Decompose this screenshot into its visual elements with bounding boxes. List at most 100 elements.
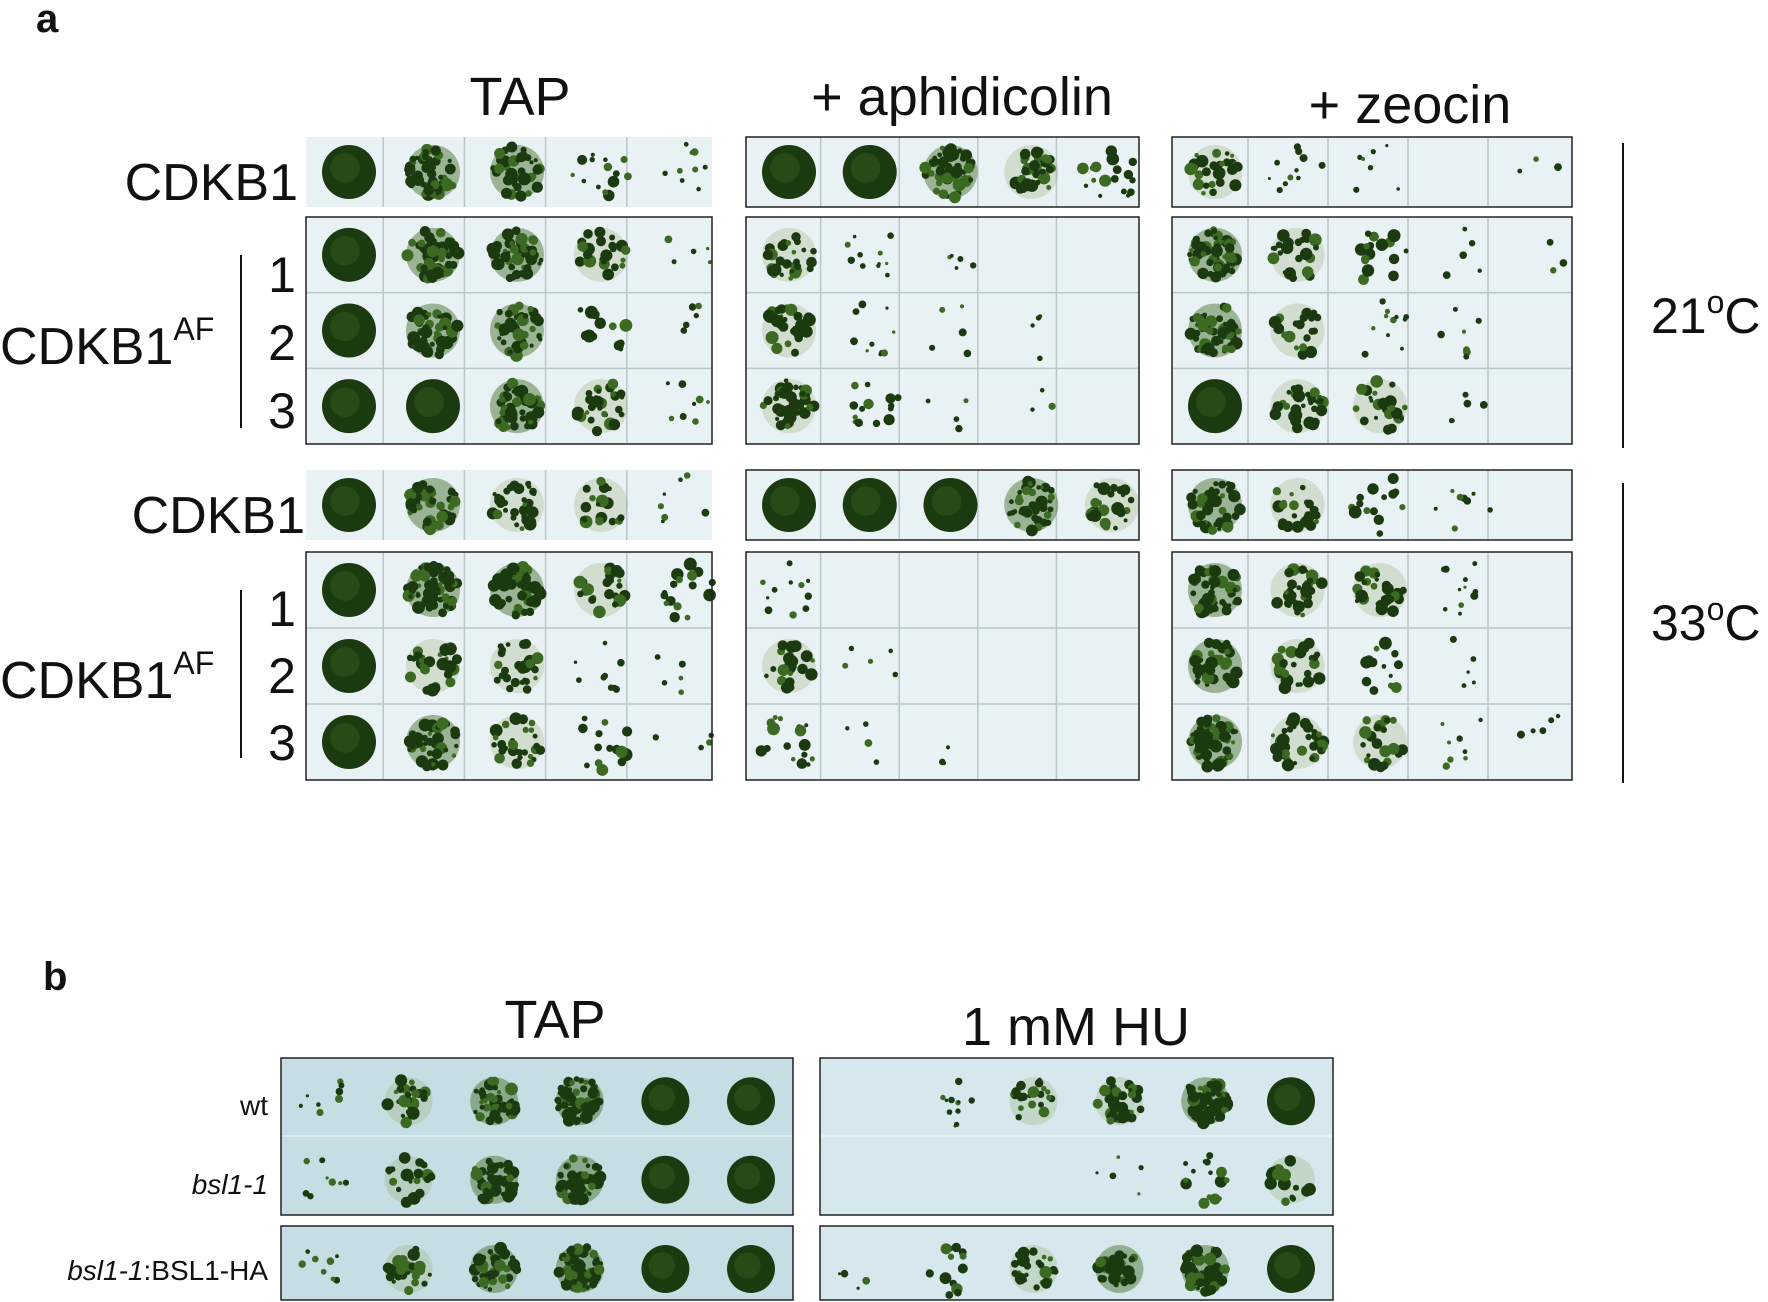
plate-a-33-aph-wt: [745, 469, 1140, 541]
spot-a-33-zeo-m3-2: [1270, 712, 1330, 772]
spot-a-21-zeo-wt-3: [1353, 144, 1400, 193]
spot-a-21-zeo-m1-1: [1187, 226, 1242, 283]
plate-b-tap-top: [280, 1057, 794, 1216]
plate-a-33-tap-wt: [306, 470, 712, 540]
spot-a-21-zeo-m3-4: [1448, 391, 1488, 424]
spot-a-33-tap-m2-4: [573, 640, 625, 693]
temp-label-21: 21oC: [1651, 284, 1761, 344]
spot-b-tap-comp-4: [553, 1243, 605, 1293]
row-b-label-wt: wt: [239, 1090, 268, 1121]
spot-a-33-zeo-wt-2: [1270, 478, 1325, 533]
col-a-zeocin: + zeocin: [1309, 75, 1512, 135]
spot-a-21-zeo-wt-1: [1184, 145, 1243, 199]
spot-b-tap-comp-6: [727, 1245, 775, 1293]
spot-a-33-tap-m1-3: [487, 561, 547, 620]
spot-a-21-aph-m2-2: [850, 300, 896, 357]
line-number-3-21: 3: [268, 383, 296, 439]
spot-a-33-tap-m1-5: [660, 557, 716, 623]
spot-b-hu-comp-6: [1267, 1245, 1315, 1293]
spot-b-tap-wt-3: [470, 1076, 521, 1126]
spot-a-33-tap-m2-5: [654, 654, 686, 695]
spot-a-21-tap-wt-2: [404, 143, 460, 201]
spot-a-33-tap-m1-1: [322, 563, 376, 617]
spot-a-21-aph-m1-3: [947, 253, 977, 270]
spot-a-33-zeo-m1-1: [1188, 563, 1242, 619]
spot-a-21-aph-m1-1: [762, 227, 817, 282]
plate-a-33-tap-af: [305, 551, 716, 781]
spot-a-33-aph-m3-1: [755, 715, 815, 769]
spot-b-hu-wt-2: [940, 1077, 975, 1128]
spot-b-tap-bsl-2: [384, 1152, 436, 1208]
col-b-hu: 1 mM HU: [962, 997, 1190, 1057]
spot-a-33-aph-wt-4: [1004, 475, 1059, 537]
spot-b-tap-bsl-3: [470, 1155, 520, 1205]
spot-a-21-tap-m1-3: [486, 226, 544, 283]
spot-b-tap-wt-1: [298, 1078, 345, 1117]
spot-a-33-zeo-m2-4: [1449, 635, 1477, 688]
spot-a-21-aph-wt-5: [1077, 145, 1138, 198]
spot-a-33-zeo-m2-2: [1270, 637, 1326, 695]
plate-b-tap-bottom: [280, 1225, 794, 1301]
spot-a-33-zeo-m2-1: [1188, 637, 1243, 693]
spot-b-tap-wt-2: [381, 1074, 433, 1129]
spot-a-21-zeo-m3-3: [1352, 375, 1408, 435]
spot-a-21-zeo-wt-5: [1517, 156, 1562, 174]
spot-a-21-tap-wt-3: [490, 141, 545, 202]
spot-a-21-zeo-m2-2: [1268, 303, 1325, 360]
spot-a-21-tap-m1-2: [401, 226, 465, 284]
spot-a-33-tap-m3-1: [322, 715, 376, 769]
spot-a-21-aph-m3-2: [849, 381, 902, 428]
spot-a-21-aph-m2-4: [1030, 314, 1043, 362]
spot-a-21-tap-m3-2: [406, 379, 460, 434]
spot-a-33-tap-m2-1: [322, 639, 376, 693]
spot-a-21-zeo-wt-2: [1267, 143, 1326, 194]
spot-a-21-tap-m1-1: [322, 227, 376, 282]
plate-b-hu-top: [819, 1057, 1334, 1216]
row-label-cdkb1af-33: CDKB1AF: [0, 645, 214, 710]
spot-b-hu-wt-3: [1009, 1077, 1058, 1126]
spot-b-hu-comp-4: [1092, 1245, 1144, 1293]
plate-b-hu-bottom: [819, 1225, 1334, 1301]
spot-a-33-aph-wt-3: [923, 478, 978, 532]
plate-a-21-zeo-wt: [1171, 136, 1573, 208]
spot-a-33-aph-wt-1: [762, 478, 816, 532]
spot-a-33-tap-m1-4: [573, 562, 631, 619]
spot-a-21-zeo-m3-2: [1269, 379, 1329, 434]
spot-a-21-tap-m2-2: [406, 303, 464, 360]
spot-a-21-zeo-m3-1: [1188, 379, 1242, 434]
spot-a-21-zeo-m2-1: [1184, 302, 1243, 358]
plate-a-33-zeo-wt: [1171, 469, 1573, 541]
spot-a-33-aph-m2-1: [762, 639, 818, 694]
line-number-1-33: 1: [268, 581, 296, 637]
panel-a-plates: [305, 136, 1573, 781]
panel-b-letter: b: [43, 955, 67, 999]
spot-a-33-aph-m3-3: [939, 745, 951, 766]
spot-a-21-aph-wt-1: [762, 145, 816, 199]
panel-a-letter: a: [36, 0, 59, 41]
spot-a-21-tap-m3-5: [665, 380, 710, 425]
spot-a-21-tap-m3-3: [490, 377, 546, 434]
spot-a-33-zeo-m1-2: [1270, 563, 1328, 618]
spot-a-33-zeo-m1-4: [1441, 561, 1479, 616]
spot-a-21-tap-m2-4: [577, 305, 633, 352]
spot-a-21-aph-m3-3: [925, 398, 969, 433]
spot-b-tap-wt-4: [554, 1076, 604, 1127]
spot-a-21-zeo-m1-2: [1267, 227, 1325, 283]
spot-a-33-tap-wt-4: [574, 476, 628, 532]
spot-a-33-zeo-m3-3: [1353, 715, 1408, 773]
spot-a-21-zeo-m2-4: [1437, 306, 1482, 360]
spot-a-33-tap-wt-5: [657, 472, 710, 524]
spot-b-hu-wt-5: [1181, 1077, 1234, 1130]
spot-a-21-zeo-m1-4: [1442, 226, 1482, 279]
row-label-cdkb1af-21: CDKB1AF: [0, 311, 214, 376]
plate-a-33-aph-af: [745, 551, 1140, 781]
spot-a-33-zeo-wt-1: [1186, 478, 1246, 536]
spot-a-33-zeo-m1-3: [1352, 563, 1407, 617]
spot-b-tap-comp-3: [468, 1241, 522, 1293]
panel-b-plates: [280, 1057, 1334, 1301]
col-b-tap: TAP: [504, 990, 605, 1050]
spot-b-tap-wt-6: [727, 1077, 775, 1126]
row-b-label-bsl1: bsl1-1: [192, 1169, 268, 1200]
spot-b-hu-comp-2: [925, 1242, 968, 1299]
spot-a-21-tap-m3-4: [571, 378, 628, 437]
